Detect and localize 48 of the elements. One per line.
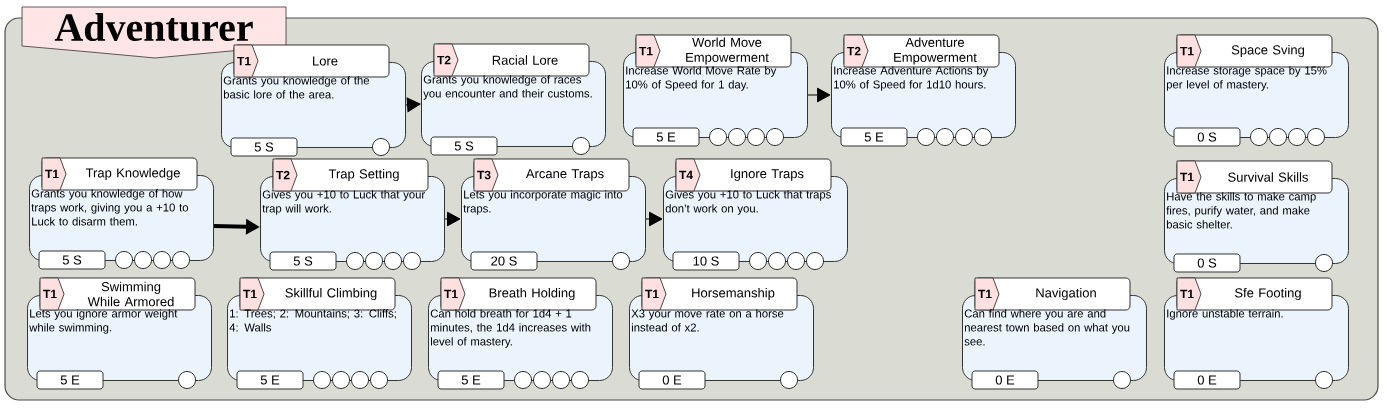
tier-tab: T3 xyxy=(473,158,499,192)
description-text: Grants you knowledge of the basic lore of the area. xyxy=(223,76,370,99)
description-text: Gives you +10 to Luck that your trap will work. xyxy=(262,190,425,215)
description-text: Grants you knowledge of how traps work, giving you a +10 to Luck to disarm them. xyxy=(31,189,189,226)
description-text: Increase World Move Rate by 10% of Speed for 1 day. xyxy=(626,66,777,91)
description-text: Increase storage space by 15% per level of mastery. xyxy=(1166,66,1327,91)
cost-box: 10 S xyxy=(672,251,740,271)
tier-tab: T2 xyxy=(433,43,459,77)
tier-tab: T1 xyxy=(39,277,65,311)
tier-tab: T1 xyxy=(41,157,67,191)
cost-box: 5 S xyxy=(38,250,106,270)
tier-tab: T1 xyxy=(1176,277,1202,311)
cost-box: 5 S xyxy=(269,251,337,271)
arrow xyxy=(405,97,421,113)
tier-tab: T4 xyxy=(675,158,701,192)
node-label: Adventurer xyxy=(54,12,253,42)
cost-box: 0 S xyxy=(1173,253,1241,273)
description-text: Can hold breath for 1d4 + 1 minutes, the 1d4 increases with level of mastery. xyxy=(430,309,591,348)
cost-box: 5 E xyxy=(236,370,304,390)
cost-box: 20 S xyxy=(470,251,538,271)
description-text: Can find where you are and nearest town based on what you see. xyxy=(964,309,1130,346)
arrow xyxy=(807,87,831,103)
description-text: Gives you +10 to Luck that traps don’t work on you. xyxy=(665,190,831,215)
cost-box: 0 S xyxy=(1173,127,1241,147)
cost-box: 5 E xyxy=(437,370,505,390)
tier-tab: T1 xyxy=(233,44,259,78)
cost-box: 5 S xyxy=(430,136,498,156)
arrow xyxy=(444,211,461,227)
cost-box: 5 S xyxy=(230,137,298,157)
cost-box: 5 E xyxy=(840,127,908,147)
description-text: 1: Trees; 2: Mountains; 3: Cliffs; 4: Walls xyxy=(229,309,396,332)
description-text: Lets you ignore armor weight while swimming. xyxy=(29,309,178,334)
description-text: Increase Adventure Actions by 10% of Speed for 1d10 hours. xyxy=(834,66,989,91)
arrow xyxy=(645,211,663,227)
cost-box: 0 E xyxy=(638,370,706,390)
tier-tab: T1 xyxy=(1176,34,1202,68)
description-text: Ignore unstable terrain. xyxy=(1167,309,1283,320)
description-text: Grants you knowledge of races you encounter and their customs. xyxy=(423,75,592,100)
cost-box: 0 E xyxy=(1173,370,1241,390)
tier-tab: T2 xyxy=(843,34,869,68)
tier-tab: T2 xyxy=(272,158,298,192)
description-text: X3 your move rate on a horse instead of x2. xyxy=(631,309,784,332)
cost-box: 5 E xyxy=(36,370,104,390)
description-text: Have the skills to make camp fires, purify water, and make basic shelter. xyxy=(1166,192,1316,229)
cost-box: 5 E xyxy=(632,127,700,147)
description-text: Lets you incorporate magic into traps. xyxy=(463,190,623,215)
cost-box: 0 E xyxy=(971,370,1039,390)
tier-tab: T1 xyxy=(635,34,661,68)
